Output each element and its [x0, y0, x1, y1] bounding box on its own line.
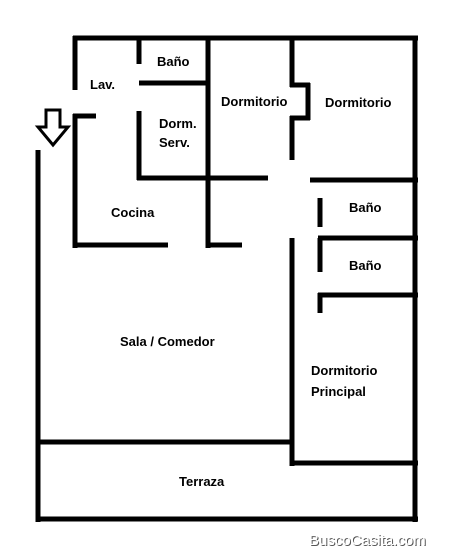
watermark-text: BuscoCasita.com — [309, 532, 426, 549]
room-label-bano-2: Baño — [349, 200, 382, 215]
room-label-sala-comedor: Sala / Comedor — [120, 334, 215, 349]
room-label-dorm-serv-line2: Serv. — [159, 135, 190, 150]
room-label-dormitorio-1: Dormitorio — [221, 94, 288, 109]
room-label-dormitorio-2: Dormitorio — [325, 95, 392, 110]
room-label-lav: Lav. — [90, 77, 115, 92]
room-labels: Baño Lav. Dormitorio Dormitorio Dorm. Se… — [90, 54, 392, 489]
room-label-dorm-serv-line1: Dorm. — [159, 116, 197, 131]
room-label-dormitorio-principal-line1: Dormitorio — [311, 363, 378, 378]
room-label-bano-3: Baño — [349, 258, 382, 273]
watermark-shadow: BuscoCasita.com — [310, 533, 427, 550]
room-label-terraza: Terraza — [179, 474, 225, 489]
down-arrow-icon — [34, 108, 72, 148]
room-label-bano-1: Baño — [157, 54, 190, 69]
watermark: BuscoCasita.com BuscoCasita.com — [309, 532, 427, 550]
room-label-cocina: Cocina — [111, 205, 155, 220]
room-label-dormitorio-principal-line2: Principal — [311, 384, 366, 399]
walls — [35, 35, 418, 522]
